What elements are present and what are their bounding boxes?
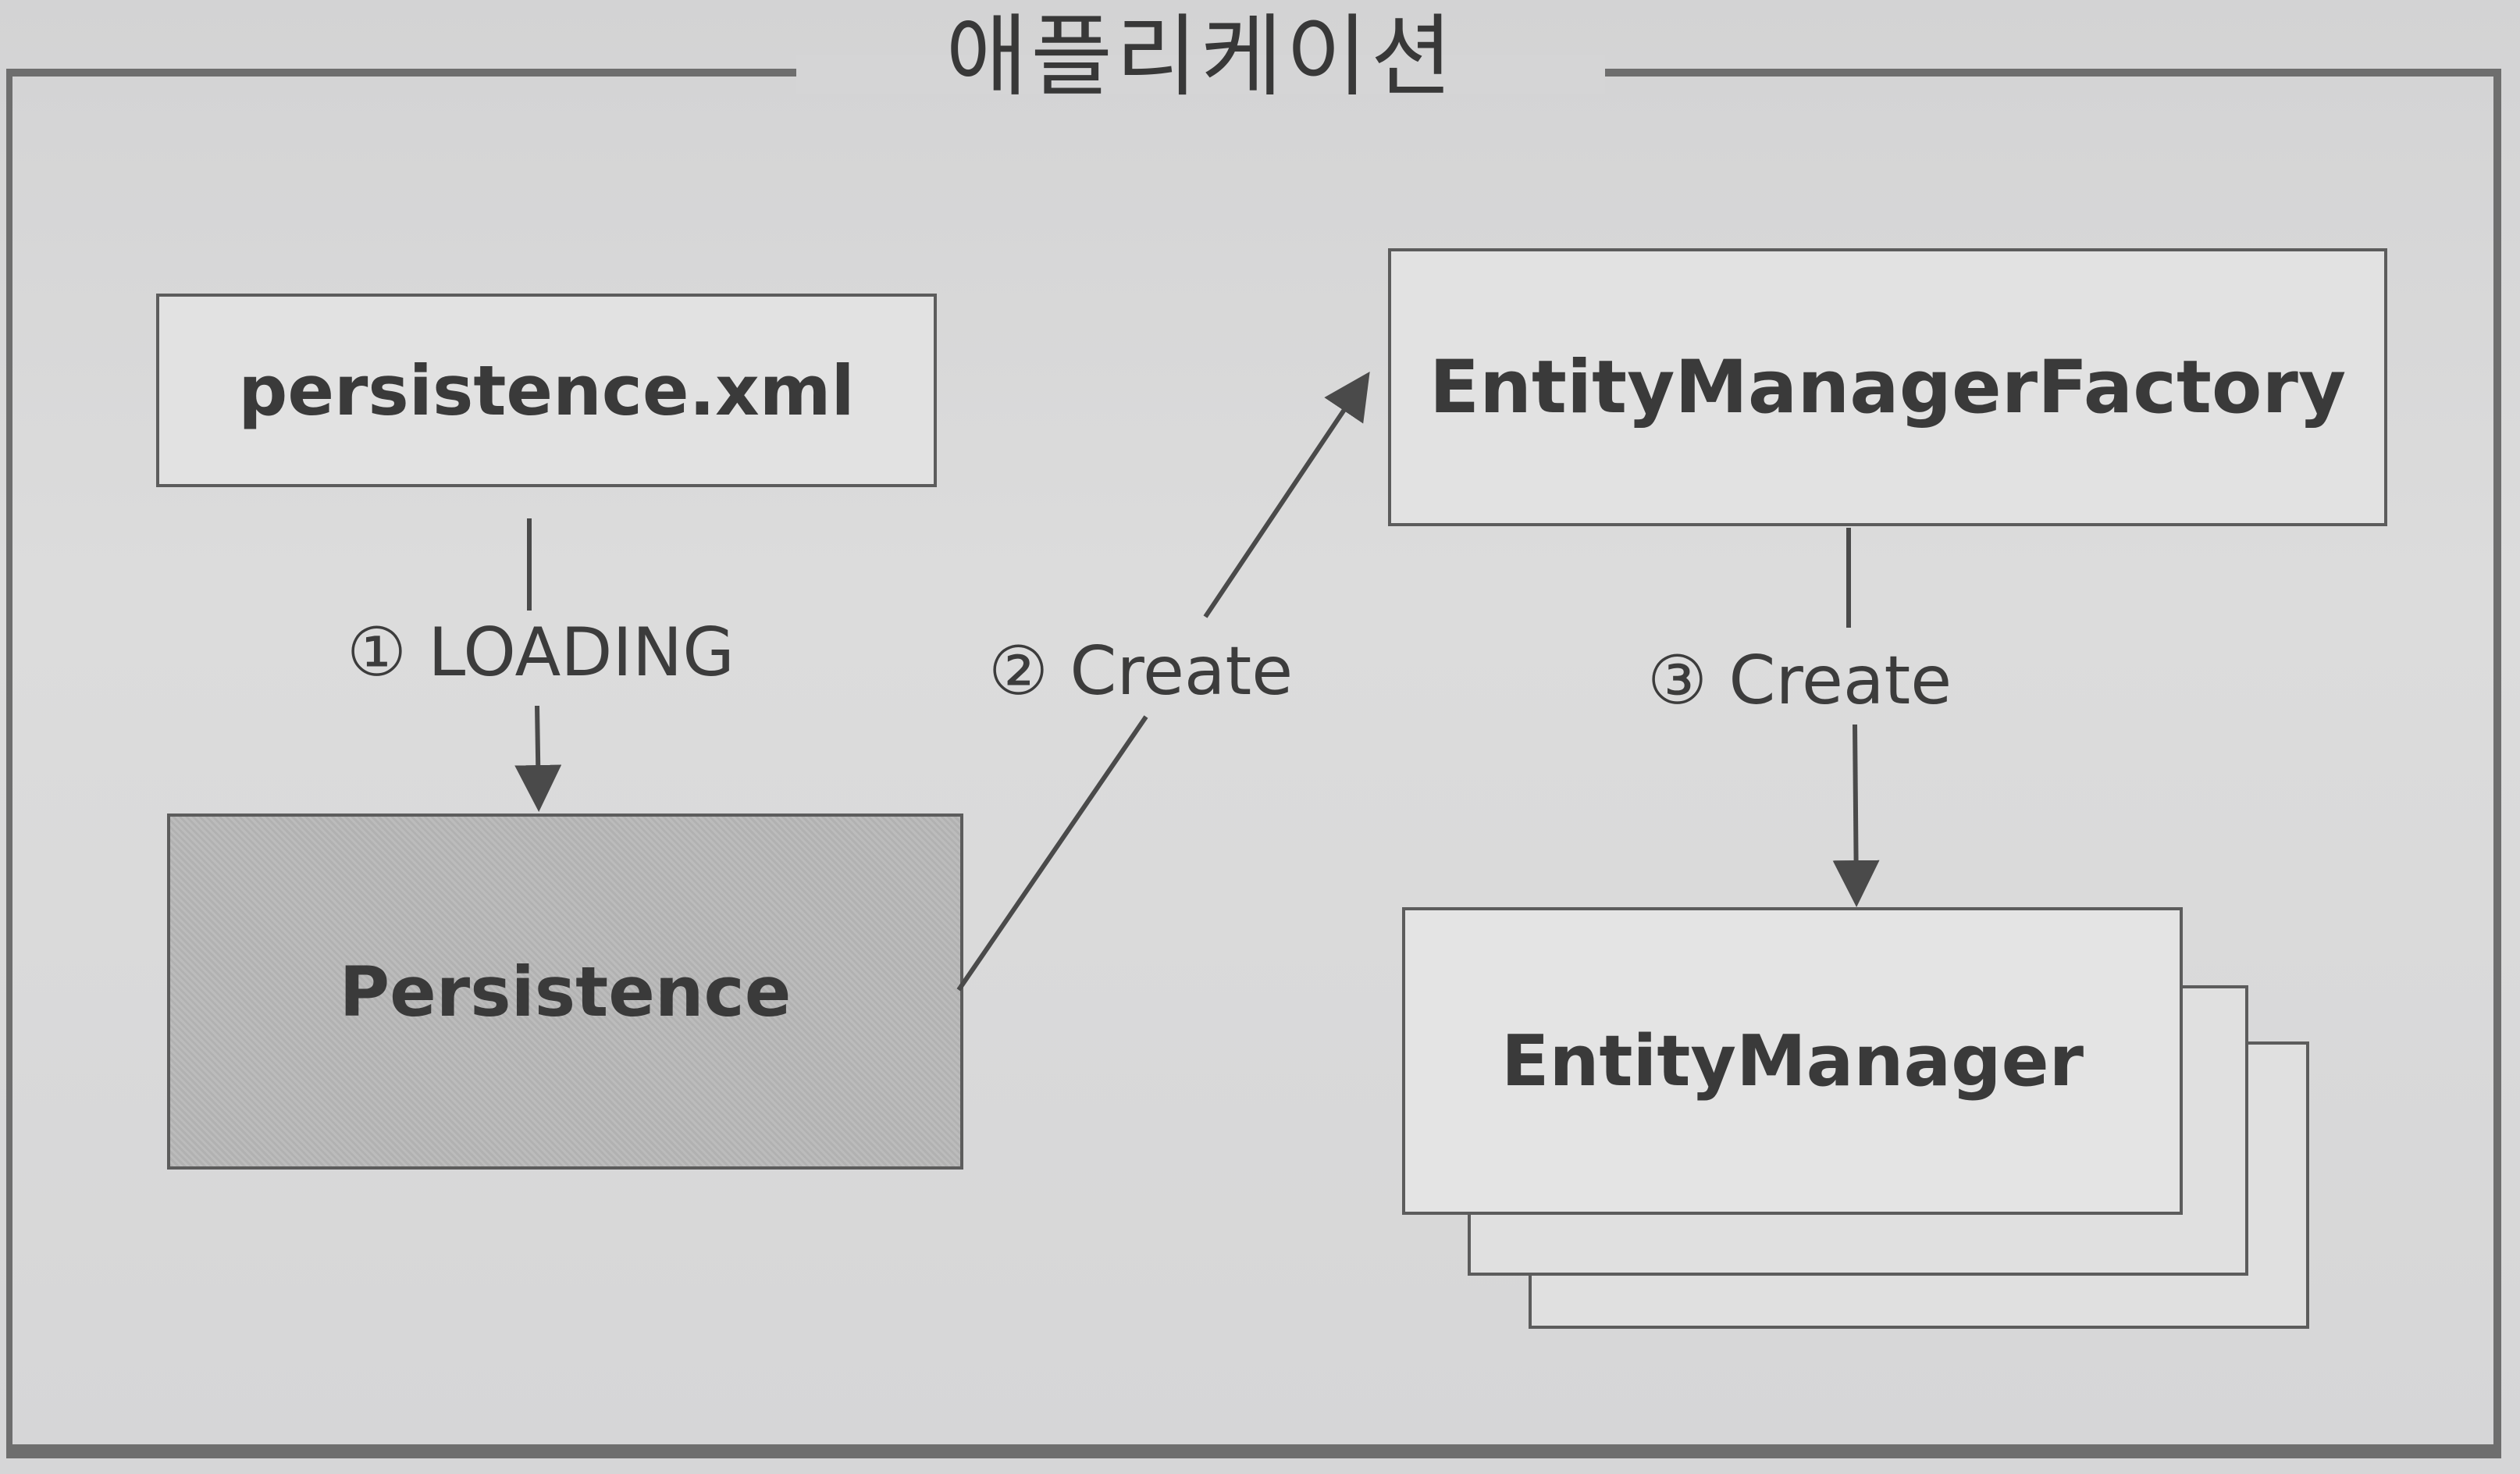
- persistence-xml-label: persistence.xml: [238, 350, 855, 431]
- edge-create-arrow: [1203, 372, 1370, 618]
- edge-create-em-arrow: [1832, 724, 1880, 907]
- entity-manager-factory-label: EntityManagerFactory: [1429, 344, 2347, 430]
- edge-label-loading: ① LOADING: [347, 614, 735, 692]
- entity-manager-label: EntityManager: [1500, 1020, 2084, 1102]
- title-gap: [796, 55, 1605, 94]
- edge-create-lower: [956, 715, 1148, 992]
- entity-manager-factory-node: EntityManagerFactory: [1388, 248, 2387, 526]
- edge-label-create-factory: ② Create: [988, 632, 1294, 710]
- edge-loading-arrow: [514, 705, 562, 812]
- application-title: 애플리케이션: [945, 5, 1456, 109]
- edge-label-create-manager: ③ Create: [1647, 642, 1952, 720]
- persistence-node: Persistence: [167, 814, 963, 1170]
- entity-manager-node: EntityManager: [1402, 907, 2183, 1215]
- persistence-label: Persistence: [339, 951, 792, 1032]
- persistence-xml-node: persistence.xml: [156, 294, 937, 487]
